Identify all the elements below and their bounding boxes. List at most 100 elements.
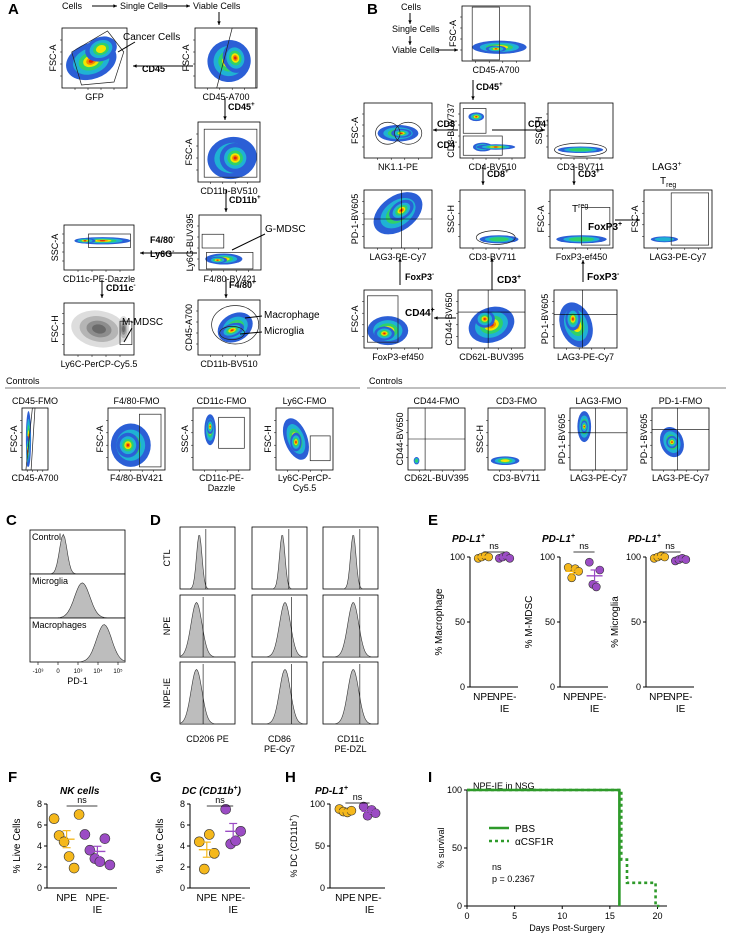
i-xtick-label: 0 [464,911,469,921]
e-ylabel-0: % Macrophage [434,588,445,656]
a-arrow-cd11c-head [100,294,104,298]
dotplot-2-group-npeie: NPE- [669,692,693,703]
dotplot-3-ytick-label: 4 [37,841,42,851]
a-cd11c-xlabel: CD11c-PE-Dazzle [63,274,135,284]
b-cd8cd4 [458,102,526,160]
d-histogram [252,601,307,658]
dotplot-0-group-npe: NPE [473,692,494,703]
d-row-label-2: NPE-IE [162,678,172,708]
b-cd3a-gate [554,142,607,157]
b-top-xlabel: CD45-A700 [472,65,519,75]
fmo-5-title: CD3-FMO [496,396,537,406]
dotplot-5-ns: ns [353,792,363,802]
dotplot-3-point [68,862,80,874]
dotplot-2-group-ie: IE [676,704,686,715]
dotplot-1-group-npeie: NPE- [583,692,607,703]
g-ylabel: % Live Cells [155,818,166,873]
b-cd8cd4-xlabel: CD4-BV510 [468,162,516,172]
a-cd11c-density [99,240,106,242]
a-cd11b-density [233,156,237,160]
dotplot-2-group-npe: NPE [649,692,670,703]
line [239,331,263,335]
dotplot-3-ns: ns [77,795,87,805]
fmo-3 [274,407,334,472]
b-lag3-gate [670,192,709,246]
fmo-1-title: F4/80-FMO [113,396,159,406]
panel-letter: G [150,769,162,786]
fmo-5-xlabel: CD3-BV711 [493,473,540,483]
a-gfp-gate [71,30,125,86]
a-ly6g [197,214,262,272]
a-arrow-f480p-head [224,294,228,298]
b-foxp3b-density [383,332,386,335]
line [123,327,133,343]
panel-letter: B [367,1,378,18]
a-cd11c-density [83,240,87,242]
dotplot-3-group-npe: NPE [56,893,77,904]
dotplot-3-point [58,836,70,848]
fmo-6-xlabel: LAG3-PE-Cy7 [570,473,627,483]
controls-title-a: Controls [6,376,40,386]
dotplot-1-point [567,573,576,583]
i-ns: ns [492,862,502,872]
fmo-6-frame [569,407,628,471]
dotplot-5-ytick-label: 100 [310,799,325,809]
d-histogram [180,535,235,590]
gate-cd45-pos: CD45+ [228,101,255,112]
a-cd45-xlabel: CD45-A700 [202,92,249,102]
fmo-7-ylabel: PD-1-BV605 [639,414,649,465]
d-histogram [252,668,307,725]
fmo-6-density [583,425,585,428]
a-macro-ylabel: CD45-A700 [184,304,194,351]
fmo-0-frame [21,407,49,471]
fmo-2-ylabel: SSC-A [180,425,190,453]
i-xlabel: Days Post-Surgery [529,923,605,933]
a-cd11c-gate [88,233,131,248]
line [231,233,266,251]
gate-ly6g-neg: Ly6G- [150,248,174,259]
h-ylabel: % DC (CD11b+) [289,815,299,878]
fmo-3-title: Ly6C-FMO [283,396,327,406]
d-histogram [179,668,235,725]
dotplot-4-point [230,835,241,847]
fmo-1-ylabel: FSC-A [95,426,105,453]
a-macro [196,299,261,357]
a-macro-gate [211,305,260,345]
i-legend-pbs: PBS [515,824,535,835]
dotplot-4-ytick-label: 8 [180,799,185,809]
dotplot-3-point [94,856,106,868]
b-cd3b-gate [475,230,516,245]
b-cd44 [456,289,526,350]
h-title: PD-L1+ [315,785,348,797]
fmo-0 [20,407,49,472]
dotplot-1-ns: ns [579,541,589,551]
b-foxp3a-gate [581,207,611,246]
c-xtick-label: 10⁴ [93,668,103,675]
panel-letter: D [150,512,161,529]
fmo-7-xlabel: LAG3-PE-Cy7 [652,473,709,483]
b-gate-cd3p1: CD3+ [578,168,600,179]
b-pd1b-xlabel: LAG3-PE-Cy7 [557,352,614,362]
b-arrow-cd8m-head [433,128,437,132]
panel-letter: E [428,512,438,529]
fmo-1-density [126,443,130,447]
b-nk [362,102,433,160]
c-histogram [30,624,126,663]
a-macro-xlabel: CD11b-BV510 [200,359,257,369]
i-ytick-label: 0 [457,901,462,911]
c-xlabel: PD-1 [67,676,88,686]
fmo-1 [106,407,166,472]
b-gate-cd4m: CD4- [437,140,457,150]
gate-arrow-head [454,48,458,52]
dotplot-4-ytick-label: 0 [180,883,185,893]
d-histogram [323,669,378,725]
fmo-5-ylabel: SSC-H [475,425,485,453]
dotplot-4-ytick-label: 2 [180,862,185,872]
dotplot-3-group-ie: IE [93,905,103,916]
gate-cd11b-pos: CD11b+ [229,194,261,205]
dotplot-3-point [48,813,60,825]
b-lag3-xlabel: LAG3-PE-Cy7 [649,252,706,262]
b-top-density [494,48,498,50]
